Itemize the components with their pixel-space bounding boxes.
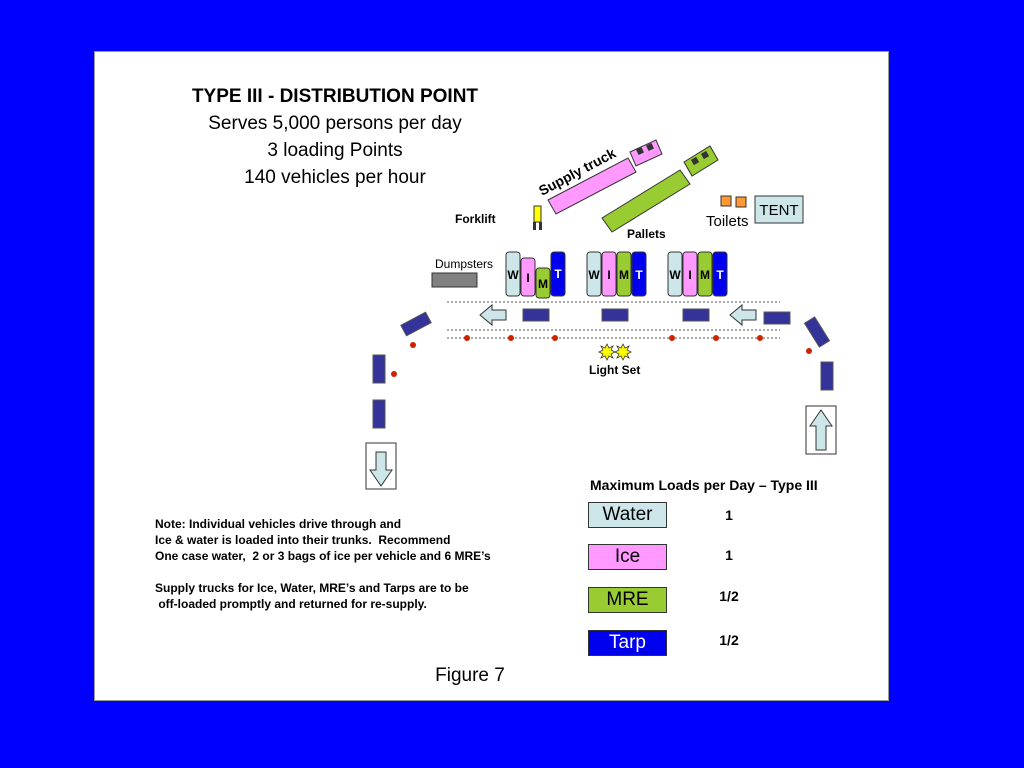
subtitle-line-3: 140 vehicles per hour xyxy=(244,167,426,188)
pallet-letter: M xyxy=(700,268,710,282)
light-set-label: Light Set xyxy=(589,363,640,377)
vehicle-icon xyxy=(372,354,386,384)
light-set-icon xyxy=(598,343,632,361)
pallet-letter: W xyxy=(669,268,681,282)
dumpsters-label: Dumpsters xyxy=(435,257,493,271)
load-value-mre: 1/2 xyxy=(719,588,739,604)
note-line: One case water, 2 or 3 bags of ice per v… xyxy=(155,549,491,563)
supply-truck-pink xyxy=(547,139,663,215)
tent-label: TENT xyxy=(759,202,798,219)
arrow-down-icon xyxy=(369,451,393,487)
note-line xyxy=(155,564,491,580)
toilet-icon xyxy=(720,195,732,207)
mre-pallet xyxy=(535,267,551,299)
vehicle-icon xyxy=(522,308,550,322)
legend-ice: Ice xyxy=(588,544,667,570)
marker-cone xyxy=(464,335,470,341)
water-pallet xyxy=(505,251,521,297)
pallet-letter: M xyxy=(538,277,548,291)
legend-mre: MRE xyxy=(588,587,667,613)
subtitle-line-2: 3 loading Points xyxy=(267,140,403,161)
ice-pallet xyxy=(682,251,698,297)
pallet-letter: W xyxy=(507,268,519,282)
vehicle-icon xyxy=(803,316,831,348)
load-value-ice: 1 xyxy=(725,547,733,563)
vehicle-icon xyxy=(400,311,432,337)
vehicle-icon xyxy=(372,399,386,429)
marker-cone xyxy=(669,335,675,341)
vehicle-icon xyxy=(682,308,710,322)
slide-title: TYPE III - DISTRIBUTION POINT xyxy=(191,86,479,107)
mre-pallet xyxy=(697,251,713,297)
note-line: Ice & water is loaded into their trunks.… xyxy=(155,533,451,547)
note-line: Supply trucks for Ice, Water, MRE’s and … xyxy=(155,581,469,595)
water-pallet xyxy=(586,251,602,297)
arrow-up-icon xyxy=(809,409,833,451)
pallets-label: Pallets xyxy=(627,227,666,241)
load-value-water: 1 xyxy=(725,507,733,523)
note-text: Note: Individual vehicles drive through … xyxy=(155,516,491,612)
marker-cone xyxy=(552,335,558,341)
figure-caption: Figure 7 xyxy=(435,665,505,686)
ice-pallet xyxy=(601,251,617,297)
marker-cone xyxy=(806,348,812,354)
vehicle-icon xyxy=(763,311,791,325)
marker-cone xyxy=(757,335,763,341)
marker-cone xyxy=(391,371,397,377)
forklift-icon xyxy=(533,205,542,230)
tarp-pallet xyxy=(550,251,566,297)
supply-truck-green xyxy=(601,145,719,233)
pallet-letter: T xyxy=(554,267,562,281)
max-loads-heading: Maximum Loads per Day – Type III xyxy=(590,477,818,493)
water-pallet xyxy=(667,251,683,297)
toilets-label: Toilets xyxy=(706,213,749,230)
pallet-letter: T xyxy=(716,268,724,282)
tent-box xyxy=(754,195,804,224)
pallet-letter: T xyxy=(635,268,643,282)
loading-point-1: W I M T xyxy=(505,251,566,299)
subtitle-line-1: Serves 5,000 persons per day xyxy=(208,113,462,134)
loading-point-3: W I M T xyxy=(667,251,728,297)
legend-water: Water xyxy=(588,502,667,528)
note-line: off-loaded promptly and returned for re-… xyxy=(155,597,427,611)
tarp-pallet xyxy=(712,251,728,297)
pallet-letter: I xyxy=(688,268,691,282)
pallet-letter: I xyxy=(526,271,529,285)
marker-cone xyxy=(410,342,416,348)
tarp-pallet xyxy=(631,251,647,297)
dumpster-icon xyxy=(431,272,478,288)
ice-pallet xyxy=(520,257,536,297)
vehicle-icon xyxy=(601,308,629,322)
arrow-left-icon xyxy=(729,303,757,327)
loading-point-2: W I M T xyxy=(586,251,647,297)
vehicle-icon xyxy=(820,361,834,391)
mre-pallet xyxy=(616,251,632,297)
forklift-label: Forklift xyxy=(455,212,496,226)
marker-cone xyxy=(713,335,719,341)
pallet-letter: I xyxy=(607,268,610,282)
note-line: Note: Individual vehicles drive through … xyxy=(155,517,402,531)
legend-tarp: Tarp xyxy=(588,630,667,656)
marker-cone xyxy=(508,335,514,341)
toilet-icon xyxy=(735,196,747,208)
load-value-tarp: 1/2 xyxy=(719,632,739,648)
pallet-letter: W xyxy=(588,268,600,282)
pallet-letter: M xyxy=(619,268,629,282)
arrow-left-icon xyxy=(479,303,507,327)
slide-panel xyxy=(94,51,889,701)
